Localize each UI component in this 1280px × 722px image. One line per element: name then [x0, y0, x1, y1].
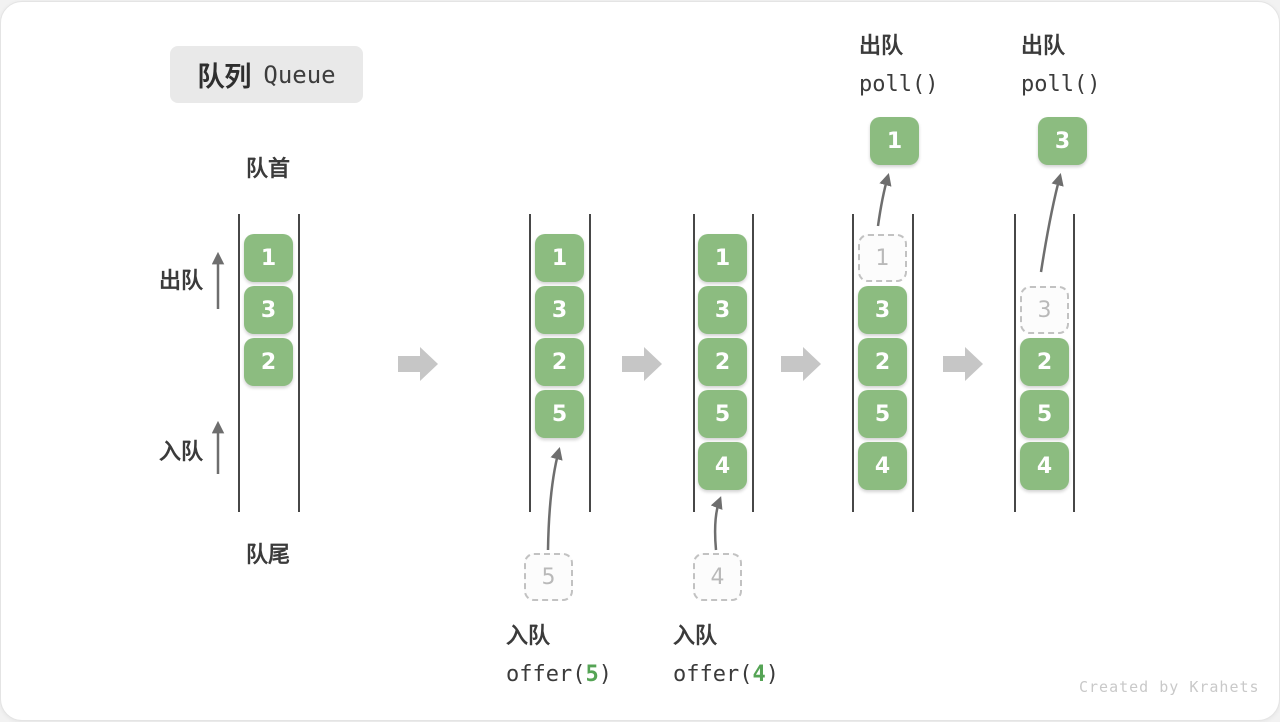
- queue2-right-wall: [589, 214, 591, 512]
- queue1-block: 2: [244, 338, 293, 386]
- queue3-left-wall: [693, 214, 695, 512]
- title-chip: 队列 Queue: [170, 46, 363, 103]
- offer4-arrow-icon: [710, 496, 723, 551]
- poll-zh-label: 出队: [1021, 33, 1066, 58]
- queue-front-label: 队首: [245, 156, 290, 181]
- step-arrow-1-icon: [398, 347, 438, 381]
- poll-zh-label: 出队: [859, 33, 904, 58]
- offer-zh-label: 入队: [673, 623, 718, 648]
- offer-code-label: offer(5): [506, 662, 612, 688]
- offer5-arrow-icon: [546, 446, 563, 551]
- queue4-left-wall: [852, 214, 854, 512]
- queue4-block: 3: [858, 286, 907, 334]
- queue2-block: 1: [535, 234, 584, 282]
- offer-operation-label-4: 入队 offer(4): [673, 623, 779, 689]
- offer-code-open: offer(: [673, 662, 753, 688]
- removed-placeholder-3: 3: [1020, 286, 1069, 334]
- queue4-right-wall: [912, 214, 914, 512]
- offer-operation-label-5: 入队 offer(5): [506, 623, 612, 689]
- poll-code-label: poll(): [859, 72, 939, 98]
- queue3-block: 3: [698, 286, 747, 334]
- incoming-element-4: 4: [693, 553, 742, 601]
- poll-code-label: poll(): [1021, 72, 1101, 98]
- offer-code-arg: 4: [752, 662, 766, 688]
- polled-element-1: 1: [870, 117, 919, 165]
- dequeue-side-label: 出队: [159, 268, 204, 293]
- poll-operation-label-1: 出队 poll(): [859, 33, 938, 99]
- step-arrow-4-icon: [943, 347, 983, 381]
- step-arrow-2-icon: [622, 347, 662, 381]
- queue5-right-wall: [1073, 214, 1075, 512]
- queue3-block: 1: [698, 234, 747, 282]
- poll3-arrow-icon: [1039, 172, 1064, 273]
- queue2-left-wall: [529, 214, 531, 512]
- queue3-block: 4: [698, 442, 747, 490]
- queue3-block: 5: [698, 390, 747, 438]
- offer-code-arg: 5: [585, 662, 599, 688]
- queue1-left-wall: [238, 214, 240, 512]
- queue5-left-wall: [1014, 214, 1016, 512]
- queue4-block: 2: [858, 338, 907, 386]
- title-en: Queue: [263, 60, 336, 89]
- queue1-right-wall: [298, 214, 300, 512]
- queue5-block: 5: [1020, 390, 1069, 438]
- queue4-block: 5: [858, 390, 907, 438]
- polled-element-3: 3: [1038, 117, 1087, 165]
- offer-code-label: offer(4): [673, 662, 779, 688]
- offer-code-open: offer(: [506, 662, 586, 688]
- offer-zh-label: 入队: [506, 623, 551, 648]
- queue1-block: 1: [244, 234, 293, 282]
- queue1-block: 3: [244, 286, 293, 334]
- queue2-block: 2: [535, 338, 584, 386]
- incoming-element-5: 5: [524, 553, 573, 601]
- queue3-right-wall: [752, 214, 754, 512]
- queue5-block: 2: [1020, 338, 1069, 386]
- enqueue-side-label: 入队: [159, 439, 204, 464]
- queue3-block: 2: [698, 338, 747, 386]
- step-arrow-3-icon: [781, 347, 821, 381]
- poll1-arrow-icon: [876, 172, 892, 227]
- queue2-block: 5: [535, 390, 584, 438]
- title-zh: 队列: [197, 62, 252, 92]
- queue-rear-label: 队尾: [245, 542, 290, 567]
- offer-code-close: ): [598, 662, 612, 688]
- queue5-block: 4: [1020, 442, 1069, 490]
- offer-code-close: ): [765, 662, 779, 688]
- poll-operation-label-2: 出队 poll(): [1021, 33, 1100, 99]
- removed-placeholder-1: 1: [858, 234, 907, 282]
- watermark: Created by Krahets: [1079, 678, 1260, 696]
- queue4-block: 4: [858, 442, 907, 490]
- queue2-block: 3: [535, 286, 584, 334]
